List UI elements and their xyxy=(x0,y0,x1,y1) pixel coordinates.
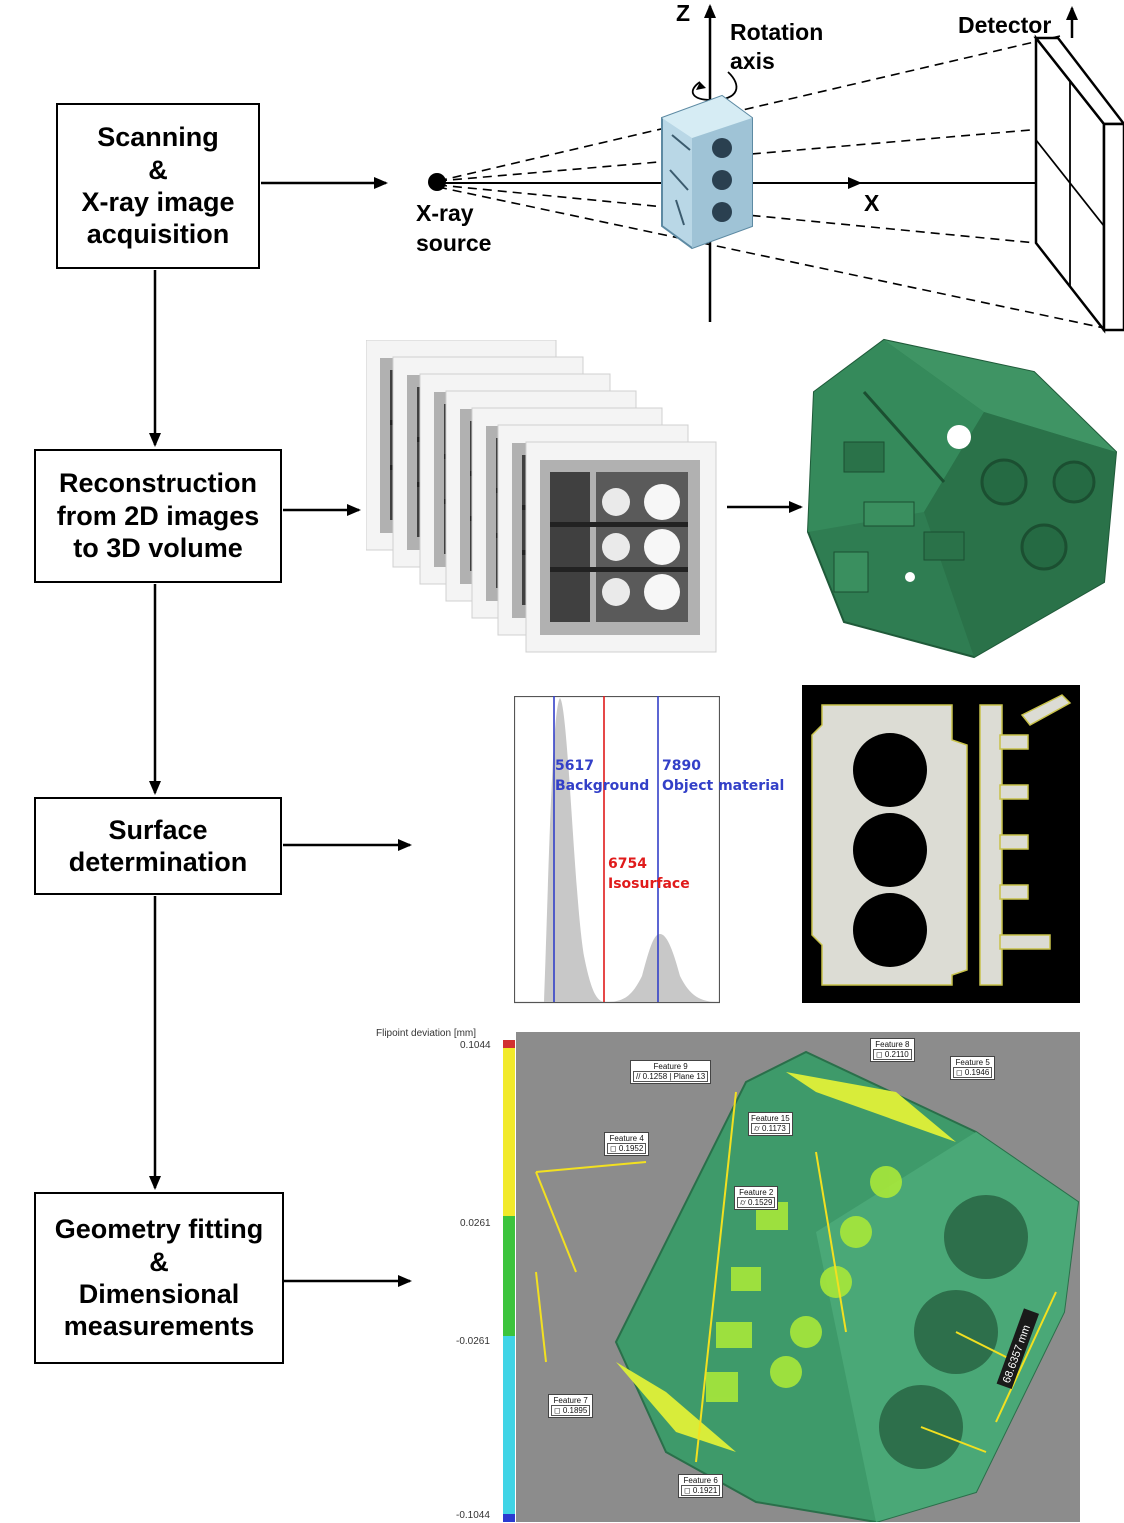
step-line: to 3D volume xyxy=(73,533,243,564)
feature-value: ◻ 0.1921 xyxy=(681,1485,721,1497)
feature-title: Feature 9 xyxy=(653,1062,688,1071)
z-axis-label: Z xyxy=(676,0,691,26)
step-box-scanning: Scanning & X-ray image acquisition xyxy=(56,103,260,269)
histogram-chart xyxy=(514,696,720,1004)
xray-beams xyxy=(437,35,1105,329)
scanned-object xyxy=(661,94,753,250)
deviation-color-scale xyxy=(503,1040,515,1522)
x-axis-label: X xyxy=(864,190,880,216)
feature-title: Feature 2 xyxy=(739,1188,774,1197)
xray-source-dot xyxy=(428,173,446,191)
feature-value: ◻ 0.1895 xyxy=(551,1405,591,1417)
step-line: Scanning xyxy=(97,122,219,153)
detector-label: Detector xyxy=(958,12,1052,38)
feature-value: ⌭ 0.1173 xyxy=(751,1123,790,1135)
step-line: measurements xyxy=(63,1311,255,1342)
feature-value: // 0.1258 | Plane 13 xyxy=(633,1071,709,1083)
scale-tick-label: 0.0261 xyxy=(460,1218,491,1229)
feature-title: Feature 5 xyxy=(955,1058,990,1067)
background-value: 5617 xyxy=(555,758,594,774)
isosurface-label: Isosurface xyxy=(608,876,690,892)
feature-value: ◻ 0.2110 xyxy=(873,1049,912,1061)
step-box-reconstruction: Reconstruction from 2D images to 3D volu… xyxy=(34,449,282,583)
background-label: Background xyxy=(555,778,650,794)
step-line: & xyxy=(148,154,168,185)
feature-annotation: Feature 6 ◻ 0.1921 xyxy=(678,1474,724,1499)
detector-panel xyxy=(1033,34,1124,334)
feature-value: ◻ 0.1952 xyxy=(607,1143,647,1155)
histogram-area xyxy=(544,698,719,1002)
ct-cross-section xyxy=(802,685,1080,1003)
scale-tick-label: -0.1044 xyxy=(456,1510,490,1521)
step-line: Reconstruction xyxy=(58,468,258,499)
deviation-map: 68.6357 mm xyxy=(516,1032,1080,1522)
reconstructed-volume xyxy=(806,338,1118,659)
feature-annotation: Feature 8 ◻ 0.2110 xyxy=(870,1038,915,1063)
rotation-axis-line: axis xyxy=(730,48,775,74)
step-line: determination xyxy=(68,847,248,877)
feature-annotation: Feature 4 ◻ 0.1952 xyxy=(604,1132,650,1157)
rotation-axis-label: Rotation axis xyxy=(730,18,823,76)
object-label: Object material xyxy=(662,778,785,794)
step-box-surface: Surface determination xyxy=(34,797,282,895)
source-line: source xyxy=(416,230,492,256)
step-line: X-ray image xyxy=(81,187,235,217)
feature-title: Feature 4 xyxy=(609,1134,644,1143)
feature-title: Feature 8 xyxy=(875,1040,910,1049)
scale-tick-label: 0.1044 xyxy=(460,1040,491,1051)
feature-value: ⌭ 0.1529 xyxy=(737,1197,776,1209)
scale-tick-label: -0.0261 xyxy=(456,1336,490,1347)
step-line: & xyxy=(149,1246,169,1277)
deviation-scale-title: Flipoint deviation [mm] xyxy=(376,1028,477,1039)
step-line: Dimensional xyxy=(78,1279,240,1309)
feature-annotation: Feature 7 ◻ 0.1895 xyxy=(548,1394,594,1419)
step-line: Geometry fitting xyxy=(54,1214,264,1245)
object-value: 7890 xyxy=(662,758,701,774)
feature-title: Feature 15 xyxy=(751,1114,790,1123)
feature-annotation: Feature 15 ⌭ 0.1173 xyxy=(748,1112,793,1137)
step-line: Surface xyxy=(108,814,208,845)
feature-title: Feature 6 xyxy=(683,1476,718,1485)
rotation-axis-line: Rotation xyxy=(730,19,824,45)
xray-slices-stack xyxy=(366,340,717,653)
feature-annotation: Feature 5 ◻ 0.1946 xyxy=(950,1056,996,1081)
source-line: X-ray xyxy=(416,200,474,226)
feature-value: ◻ 0.1946 xyxy=(953,1067,993,1079)
isosurface-value: 6754 xyxy=(608,856,647,872)
feature-annotation: Feature 2 ⌭ 0.1529 xyxy=(734,1186,779,1211)
feature-annotation: Feature 9 // 0.1258 | Plane 13 xyxy=(630,1060,712,1085)
feature-title: Feature 7 xyxy=(553,1396,588,1405)
step-line: acquisition xyxy=(86,219,230,250)
step-line: from 2D images xyxy=(56,500,260,531)
step-box-geometry: Geometry fitting & Dimensional measureme… xyxy=(34,1192,284,1364)
xray-source-label: X-ray source xyxy=(416,198,491,258)
